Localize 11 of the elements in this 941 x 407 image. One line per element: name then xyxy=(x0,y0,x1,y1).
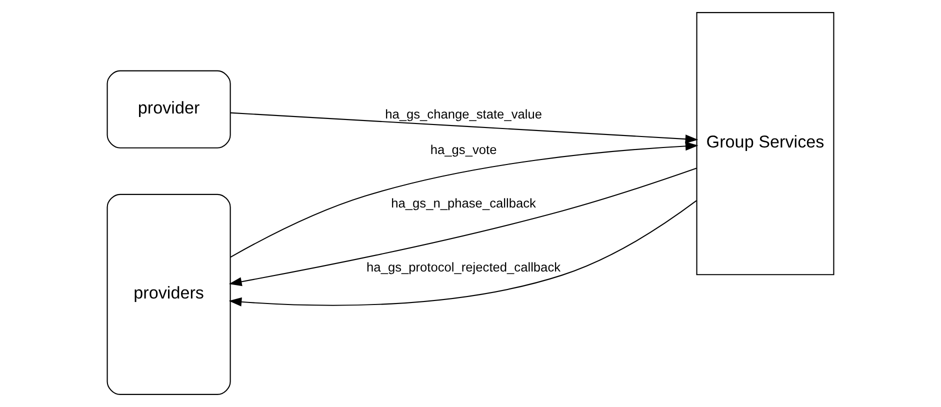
edge-label: ha_gs_n_phase_callback xyxy=(391,195,536,210)
node-box: provider xyxy=(106,70,231,148)
arrow xyxy=(228,168,697,286)
node-box: Group Services xyxy=(696,12,834,276)
arrow xyxy=(230,112,698,144)
edge-label: ha_gs_change_state_value xyxy=(385,106,542,122)
arrow xyxy=(228,200,697,306)
edge-label: ha_gs_protocol_rejected_callback xyxy=(366,260,561,275)
edge-label: ha_gs_vote xyxy=(430,142,497,157)
arrow xyxy=(230,142,698,258)
node-box: providers xyxy=(106,194,231,395)
